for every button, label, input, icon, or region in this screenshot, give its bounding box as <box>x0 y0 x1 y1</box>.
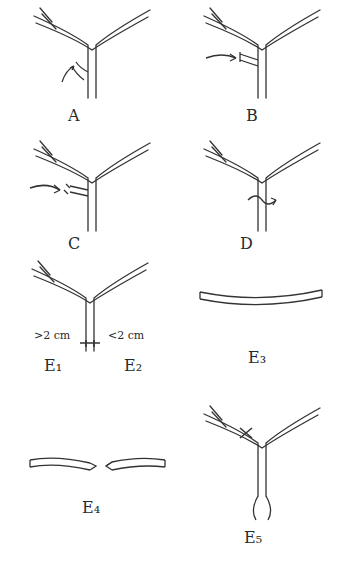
panel-label: D <box>240 236 253 252</box>
panel-label: A <box>68 108 80 124</box>
panel-e5 <box>204 406 320 520</box>
panel-label: C <box>68 236 80 252</box>
panel-e4 <box>30 458 165 470</box>
panel-c <box>30 141 150 231</box>
panel-d <box>204 141 320 231</box>
panel-b <box>204 8 320 98</box>
panel-a <box>34 8 150 98</box>
panel-label: E₁ <box>44 358 62 374</box>
panel-label: E₂ <box>124 358 142 374</box>
panel-label: B <box>246 108 258 124</box>
panel-label: <2 cm <box>108 330 144 341</box>
panel-e1-e2 <box>32 261 148 351</box>
panel-label: E₅ <box>244 530 262 546</box>
panel-e3 <box>200 290 322 305</box>
panel-label: E₃ <box>248 350 266 366</box>
panel-label: >2 cm <box>34 330 70 341</box>
panel-label: E₄ <box>82 500 100 516</box>
